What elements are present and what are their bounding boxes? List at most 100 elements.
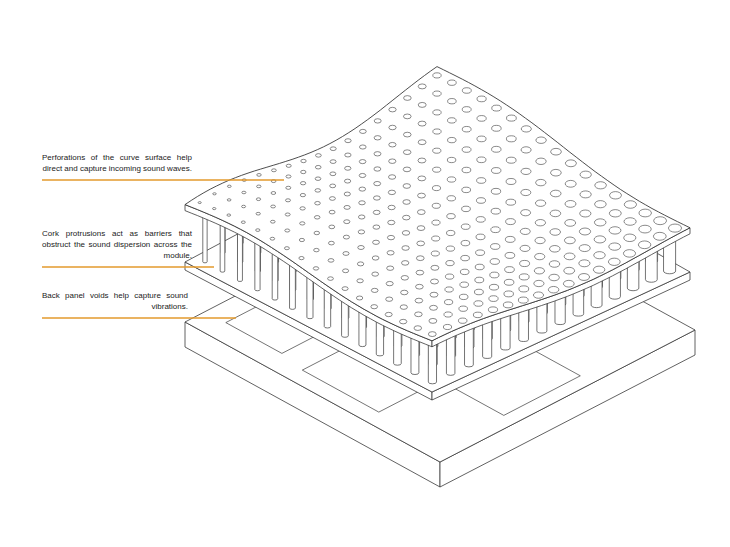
perforation: [198, 202, 201, 204]
perforation: [242, 191, 246, 194]
perforation: [314, 248, 320, 251]
perforation: [372, 272, 379, 276]
perforation: [417, 226, 425, 231]
perforation: [462, 167, 471, 172]
perforation: [402, 231, 409, 236]
perforation: [504, 291, 514, 297]
perforation: [505, 236, 515, 242]
perforation: [565, 220, 576, 227]
perforation: [462, 126, 471, 131]
perforation: [314, 216, 320, 219]
perforation: [301, 170, 306, 173]
perforation: [519, 286, 529, 292]
perforation: [579, 245, 590, 252]
perforation: [400, 319, 407, 324]
perforation: [594, 252, 605, 259]
perforation: [460, 282, 469, 287]
perforation: [490, 272, 499, 278]
perforation: [227, 185, 231, 187]
perforation: [507, 115, 517, 121]
perforation: [477, 178, 486, 184]
perforation: [492, 146, 501, 152]
perforation: [433, 148, 441, 153]
perforation: [462, 88, 471, 94]
perforation: [315, 189, 321, 192]
perforation: [284, 247, 289, 250]
perforation: [328, 259, 334, 263]
perforation: [610, 192, 622, 199]
perforation: [477, 157, 486, 163]
perforation: [257, 185, 261, 188]
perforation: [417, 241, 425, 246]
perforation: [256, 198, 260, 201]
perforation: [565, 201, 576, 208]
perforation: [271, 192, 276, 195]
perforation: [595, 201, 607, 208]
callout-note: Back panel voids help capture sound vibr…: [42, 290, 188, 312]
perforation: [551, 169, 562, 176]
perforation: [418, 193, 426, 198]
perforation: [402, 261, 409, 266]
perforation: [373, 225, 380, 229]
perforation: [285, 213, 290, 216]
perforation: [418, 140, 426, 145]
perforation: [286, 199, 291, 202]
perforation: [300, 207, 305, 210]
perforation: [388, 205, 395, 209]
perforation: [389, 107, 396, 112]
perforation: [357, 262, 363, 266]
perforation: [316, 154, 322, 158]
perforation: [477, 116, 486, 122]
perforation: [462, 147, 471, 152]
perforation: [564, 267, 575, 274]
perforation: [535, 200, 545, 206]
perforation: [548, 286, 558, 293]
perforation: [403, 200, 411, 205]
perforation: [359, 201, 366, 205]
perforation: [359, 145, 366, 149]
perforation: [477, 96, 486, 102]
perforation: [445, 287, 453, 292]
perforation: [404, 132, 412, 137]
perforation: [315, 177, 321, 181]
perforation: [388, 220, 395, 224]
perforation: [564, 237, 575, 244]
perforation: [345, 139, 351, 143]
perforation: [372, 256, 379, 260]
perforation: [418, 176, 426, 181]
perforation: [227, 214, 231, 216]
perforation: [448, 80, 457, 85]
perforation: [386, 281, 393, 285]
perforation: [491, 208, 500, 214]
perforation: [492, 105, 502, 111]
perforation: [506, 219, 516, 225]
perforation: [447, 177, 455, 182]
perforation: [443, 324, 451, 329]
perforation: [400, 305, 407, 310]
perforation: [257, 174, 261, 177]
perforation: [415, 312, 423, 317]
perforation: [359, 160, 366, 164]
perforation: [579, 260, 590, 267]
perforation: [330, 172, 336, 176]
perforation: [506, 136, 516, 142]
perforation: [418, 158, 426, 163]
perforation: [417, 210, 425, 215]
perforation: [389, 142, 396, 147]
perforation: [402, 246, 409, 251]
perforation: [389, 125, 396, 130]
perforation: [342, 287, 348, 291]
perforation: [521, 147, 531, 153]
perforation: [404, 96, 412, 101]
perforation: [374, 136, 381, 140]
perforation: [594, 219, 606, 226]
perforation: [428, 332, 436, 337]
perforation: [624, 201, 636, 209]
perforation: [432, 220, 440, 225]
perforation: [358, 246, 364, 250]
perforation: [461, 240, 470, 245]
perforation: [549, 274, 560, 281]
perforation: [518, 297, 528, 303]
perforation: [299, 256, 304, 259]
